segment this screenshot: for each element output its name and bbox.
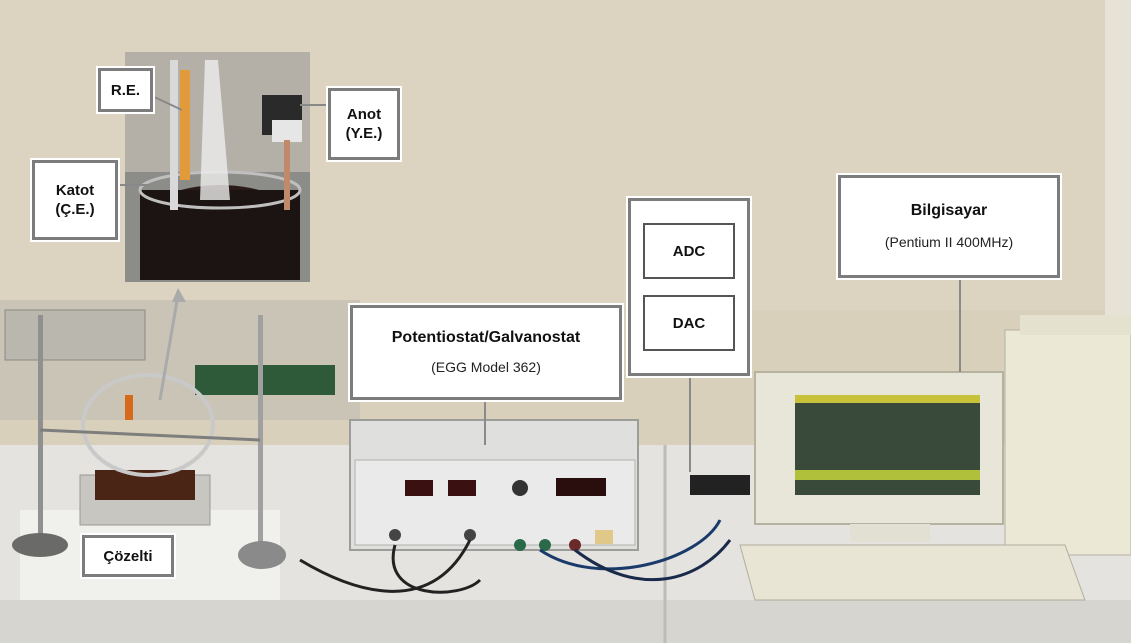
anot-label-line1: Anot [346,106,382,123]
daq-card [690,475,750,495]
cell-inset-photo [125,52,310,282]
adc-box: ADC [643,223,735,279]
arrow-to-inset [158,294,180,401]
cozelti-label: Çözelti [80,533,176,579]
anot-label: Anot (Y.E.) [326,86,402,162]
dac-label: DAC [672,314,706,332]
potentiostat-device [349,419,639,551]
adc-dac-panel: ADC DAC [626,196,752,378]
cell-highlight-circle [81,373,215,477]
anot-label-line2: (Y.E.) [345,125,383,142]
green-tray [195,365,335,395]
katot-label-line1: Katot [55,182,95,199]
adc-label: ADC [672,242,706,260]
potentiostat-title: Potentiostat/Galvanostat [391,329,581,346]
re-label-text: R.E. [110,81,141,99]
stand-rod-right [258,315,263,565]
re-label: R.E. [96,66,155,114]
stand-base-left [12,533,68,557]
back-instrument [4,309,146,361]
keyboard [739,544,1086,601]
cozelti-label-text: Çözelti [103,547,153,565]
katot-label-line2: (Ç.E.) [55,201,95,218]
computer-title: Bilgisayar [910,202,988,219]
dac-box: DAC [643,295,735,351]
computer-label: Bilgisayar (Pentium II 400MHz) [836,173,1062,280]
potentiostat-label: Potentiostat/Galvanostat (EGG Model 362) [348,303,624,402]
stand-base-right [238,541,286,569]
pc-tower [1004,329,1131,556]
monitor [754,371,1004,542]
computer-model: (Pentium II 400MHz) [884,234,1014,250]
potentiostat-model: (EGG Model 362) [431,359,541,375]
katot-label: Katot (Ç.E.) [30,158,120,242]
